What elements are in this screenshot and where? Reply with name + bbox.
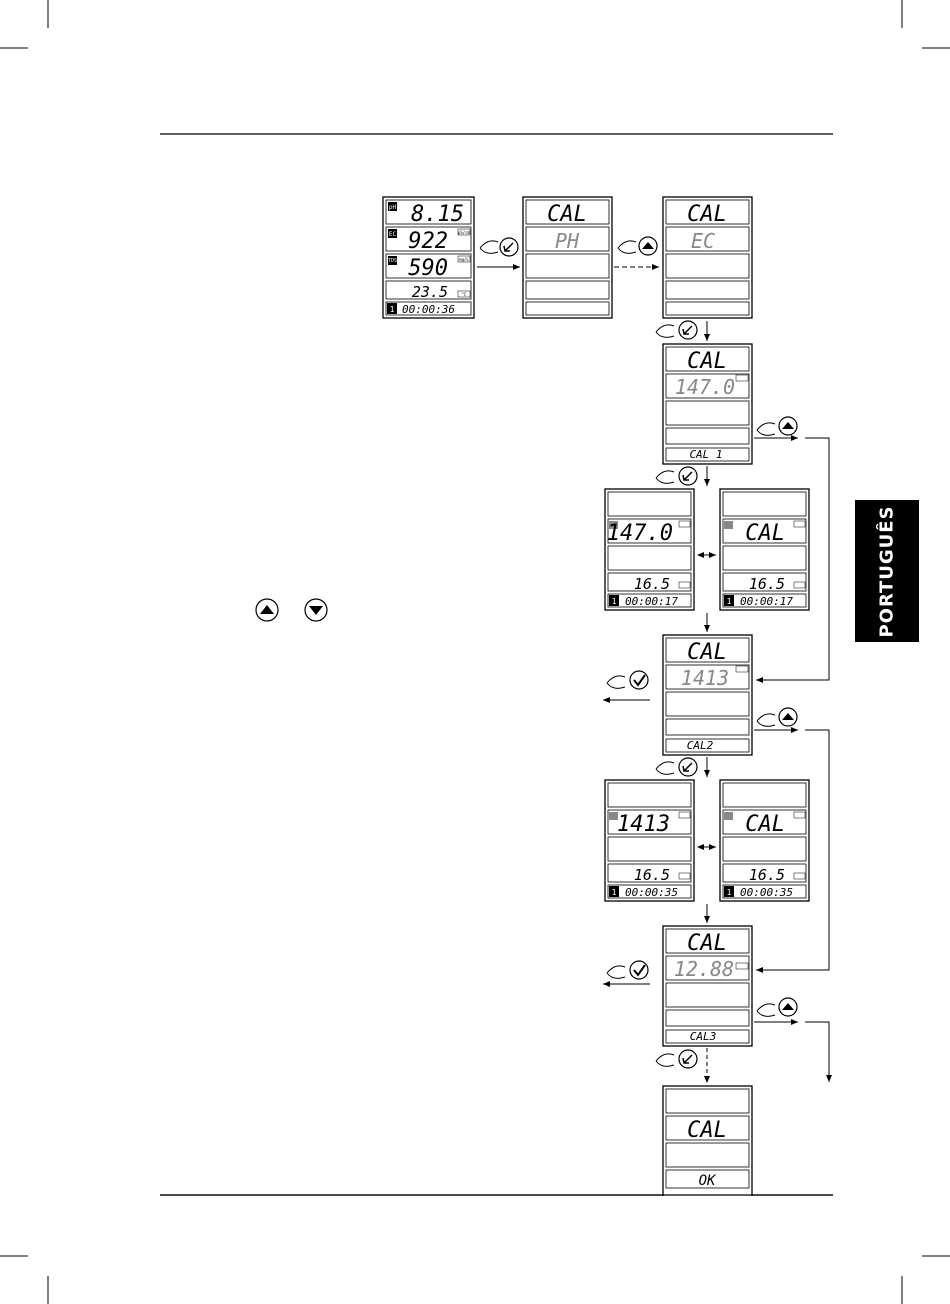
key-confirm-icon-2: [607, 961, 648, 979]
lcd-cal-ph: CAL PH: [523, 197, 612, 318]
ph-reading: 8.15: [411, 202, 464, 227]
cal-ph-top: CAL: [547, 202, 587, 227]
lcd-measure-main: pH 8.15 EC 922 µS/cm TDS 590 mg/L 23.5 °…: [383, 197, 474, 318]
lcd-cal3: CAL 12.88 CAL3: [663, 926, 752, 1046]
ec-tag: EC: [389, 231, 397, 238]
meas2-timer: 00:00:35: [625, 886, 678, 899]
timer-reading: 00:00:36: [402, 303, 455, 316]
arrow-up-key-icon: [256, 599, 278, 621]
key-up-icon: [618, 237, 657, 255]
cal1-bottom: CAL 1: [689, 448, 722, 461]
svg-text:1: 1: [727, 888, 732, 897]
lcd-cal1: CAL 147.0 CAL 1: [663, 344, 752, 464]
cal-ec-mid: EC: [691, 229, 715, 253]
key-cal-icon-4: [656, 758, 697, 776]
svg-text:1: 1: [612, 888, 617, 897]
cal3-bottom: CAL3: [690, 1030, 717, 1043]
cal2b-value: CAL: [745, 812, 785, 837]
key-cal-icon-5: [656, 1050, 697, 1068]
cal1-top: CAL: [687, 349, 727, 374]
cal2-top: CAL: [687, 640, 727, 665]
lcd-measure-cal1: 147.0 16.5 1 00:00:17: [605, 489, 694, 610]
meas1-value: 147.0: [607, 521, 673, 546]
meas1-timer: 00:00:17: [625, 595, 678, 608]
cal2-bottom: CAL2: [687, 739, 714, 752]
lcd-cal2: CAL 1413 CAL2: [663, 635, 752, 755]
cal1-value: 147.0: [675, 375, 735, 399]
arrow-down-key-icon: [305, 599, 327, 621]
cal-ph-mid: PH: [555, 229, 580, 253]
lcd-cal-ok: CAL OK: [663, 1086, 752, 1206]
svg-text:1: 1: [612, 597, 617, 606]
key-up-icon-2: [757, 417, 797, 435]
lcd-measure-cal2-alt: CAL 16.5 1 00:00:35: [720, 780, 809, 901]
cal3-value: 12.88: [674, 957, 734, 981]
cal1b-timer: 00:00:17: [740, 595, 793, 608]
key-cal-icon: [480, 238, 518, 256]
lcd-measure-cal1-alt: CAL 16.5 1 00:00:17: [720, 489, 809, 610]
temp-reading: 23.5: [412, 283, 448, 301]
key-confirm-icon: [607, 671, 648, 689]
key-up-icon-4: [757, 998, 797, 1016]
cal2-value: 1413: [681, 666, 729, 690]
ec-reading: 922: [408, 229, 448, 254]
cal2b-temp: 16.5: [749, 866, 785, 884]
cal1b-temp: 16.5: [749, 575, 785, 593]
key-cal-icon-2: [656, 321, 697, 339]
unit-c: °C: [462, 292, 467, 297]
cal3-top: CAL: [687, 931, 727, 956]
lcd-measure-cal2: 1413 16.5 1 00:00:35: [605, 780, 694, 901]
key-up-icon-3: [757, 708, 797, 726]
meas2-value: 1413: [617, 812, 670, 837]
unit-mgl: mg/L: [459, 257, 469, 262]
tds-reading: 590: [408, 256, 448, 281]
ph-tag: pH: [389, 204, 397, 211]
channel-badge: 1: [390, 305, 395, 314]
ok-bottom: OK: [699, 1173, 717, 1189]
key-cal-icon-3: [656, 467, 697, 485]
lcd-cal-ec: CAL EC: [663, 197, 752, 318]
svg-text:1: 1: [727, 597, 732, 606]
cal-ec-top: CAL: [687, 202, 727, 227]
unit-us: µS/cm: [458, 230, 471, 235]
meas1-temp: 16.5: [634, 575, 670, 593]
cal2b-timer: 00:00:35: [740, 886, 793, 899]
cal1b-value: CAL: [745, 521, 785, 546]
meas2-temp: 16.5: [634, 866, 670, 884]
ok-mid: CAL: [687, 1118, 727, 1143]
tds-tag: TDS: [388, 258, 397, 264]
